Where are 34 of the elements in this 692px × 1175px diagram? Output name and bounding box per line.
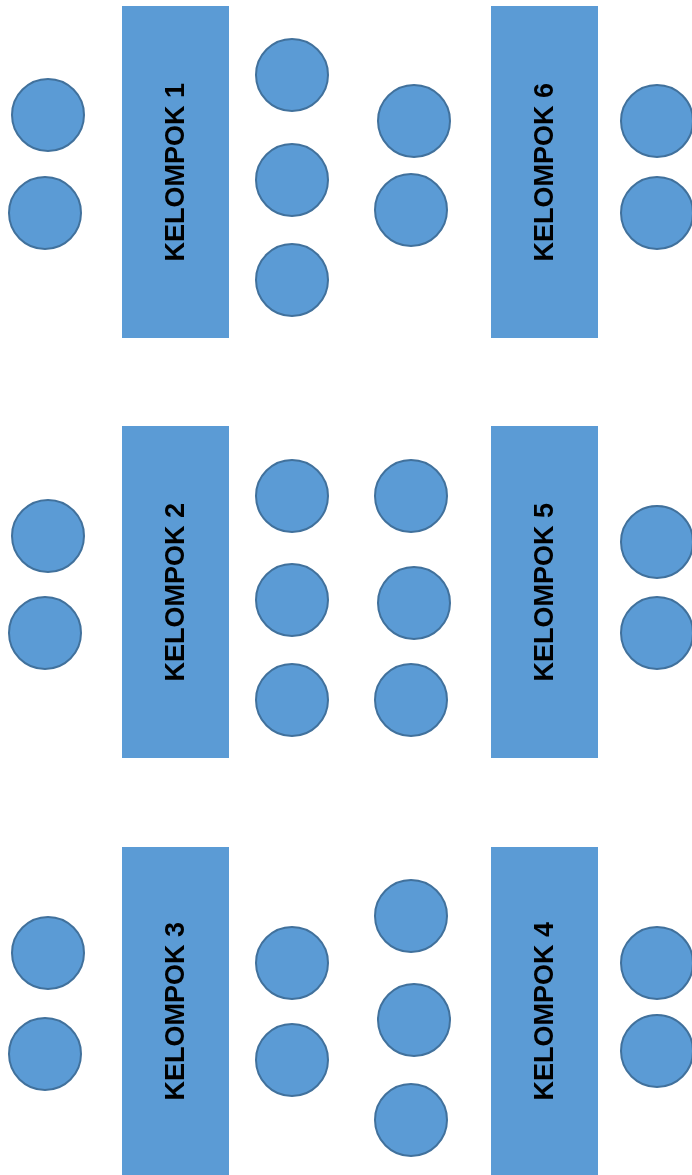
seat-circle [374,663,448,737]
group-label: KELOMPOK 1 [160,82,191,262]
seat-circle [11,499,85,573]
group-label: KELOMPOK 4 [529,921,560,1101]
seat-circle [377,566,451,640]
seat-circle [255,1023,329,1097]
group-label: KELOMPOK 5 [529,502,560,682]
seat-circle [255,243,329,317]
seat-circle [255,143,329,217]
seat-circle [255,563,329,637]
seat-circle [255,38,329,112]
seat-circle [255,926,329,1000]
seat-circle [255,663,329,737]
seat-circle [377,84,451,158]
table [122,847,229,1175]
table [122,426,229,758]
seat-circle [374,1083,448,1157]
seat-circle [255,459,329,533]
table [491,426,598,758]
group-label: KELOMPOK 6 [529,82,560,262]
seat-circle [8,1017,82,1091]
seat-circle [374,459,448,533]
table [491,847,598,1175]
seat-circle [11,78,85,152]
group-label: KELOMPOK 3 [160,921,191,1101]
seat-circle [374,879,448,953]
seat-circle [374,173,448,247]
seat-circle [8,176,82,250]
seat-circle [377,983,451,1057]
seat-circle [11,916,85,990]
seat-circle [8,596,82,670]
table [491,6,598,338]
table [122,6,229,338]
group-label: KELOMPOK 2 [160,502,191,682]
